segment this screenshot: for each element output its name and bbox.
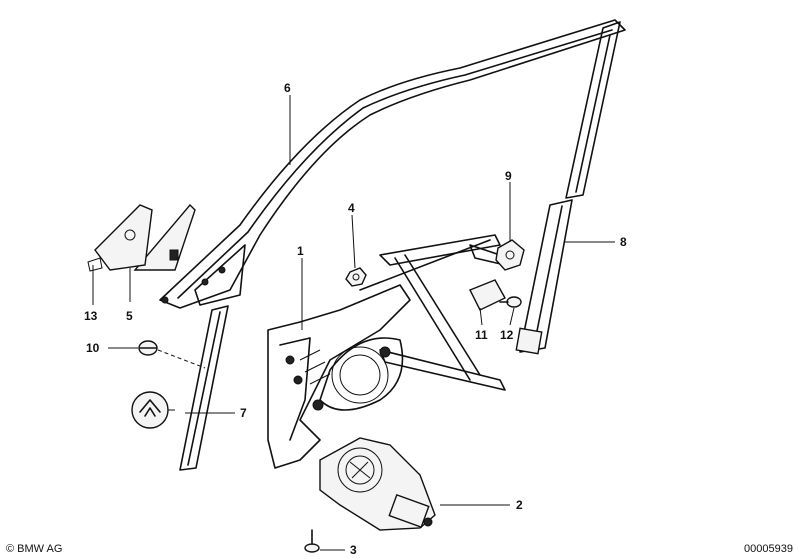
document-number: 00005939	[744, 543, 793, 555]
callout-9: 9	[505, 169, 512, 183]
part-11-slider-plate	[469, 279, 506, 311]
part-3-screw	[304, 529, 320, 553]
callout-6: 6	[284, 81, 291, 95]
part-7-front-guide-rail	[131, 305, 229, 471]
callout-10: 10	[86, 341, 100, 355]
callout-2: 2	[516, 498, 523, 512]
callout-11: 11	[475, 328, 488, 342]
part-8-rear-guide-rail	[515, 199, 573, 355]
callout-8: 8	[620, 235, 627, 249]
part-12-bolt	[499, 296, 522, 308]
part-2-window-motor	[319, 437, 436, 531]
part-1-window-regulator	[267, 234, 506, 469]
part-4-nut	[345, 267, 367, 287]
callout-7: 7	[240, 406, 247, 420]
part-5-triangle-seal	[133, 203, 196, 271]
part-10-clip	[138, 340, 158, 356]
callout-5: 5	[126, 309, 133, 323]
callout-4: 4	[348, 201, 355, 215]
copyright-label: © BMW AG	[6, 543, 63, 555]
callout-12: 12	[500, 328, 514, 342]
callout-3: 3	[350, 543, 357, 557]
callout-13: 13	[84, 309, 98, 323]
part-13-bracket-plate	[87, 204, 153, 272]
part-6-window-frame	[159, 19, 626, 309]
part-9-guide-piece	[495, 239, 525, 271]
leader-lines	[92, 95, 615, 551]
callout-1: 1	[297, 244, 304, 258]
